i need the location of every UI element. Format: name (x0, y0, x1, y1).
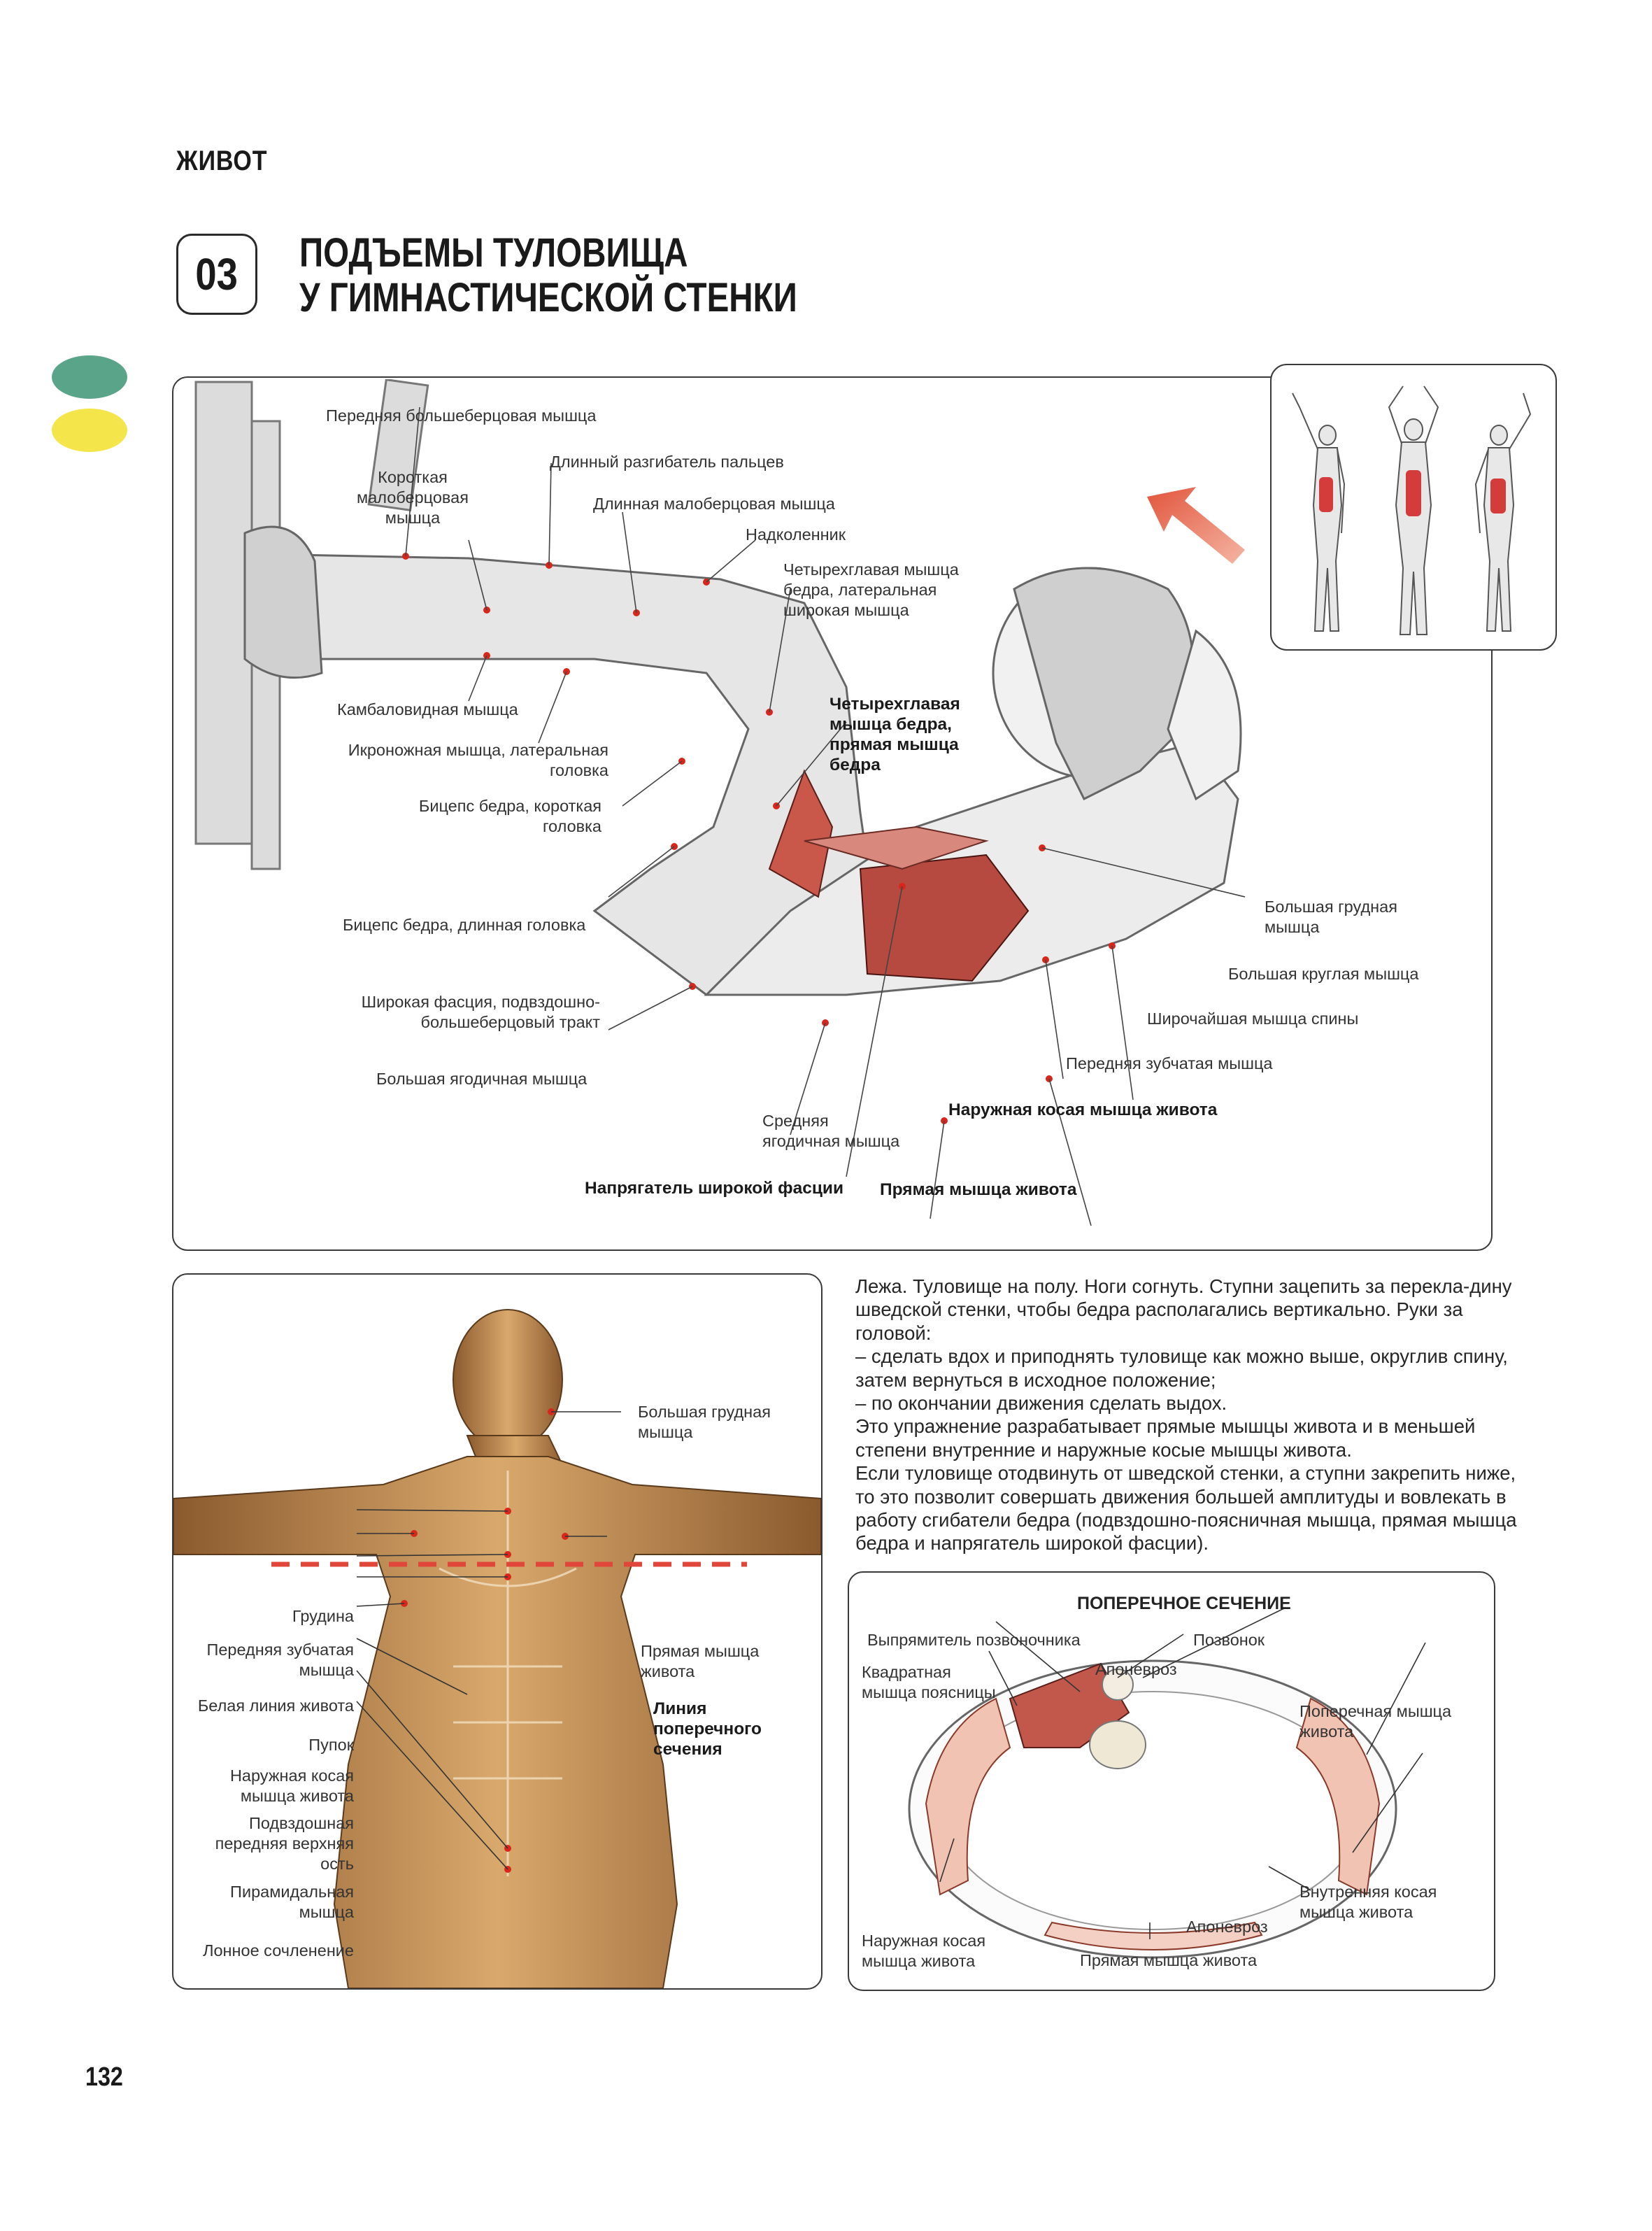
crunch-anatomy-illustration (194, 379, 1246, 1226)
label-aponeurosis-top: Апоневроз (1095, 1660, 1177, 1678)
label-latissimus-dorsi: Широчайшая мышца спины (1147, 1010, 1359, 1028)
exercise-description: Лежа. Туловище на полу. Ноги согнуть. Ст… (855, 1275, 1517, 1554)
label-cross-section-line: Линия поперечного сечения (653, 1699, 762, 1759)
label-tibialis-anterior: Передняя большеберцовая мышца (326, 406, 597, 425)
label-gluteus-maximus: Большая ягодичная мышца (376, 1070, 588, 1088)
label-pubic-symphysis: Лонное сочленение (203, 1941, 354, 1960)
page-number: 132 (85, 2062, 123, 2092)
label-cs-rectus-abdominis: Прямая мышца живота (1080, 1951, 1258, 1969)
front-anatomy-panel (172, 1273, 823, 1990)
cross-section-panel (848, 1571, 1495, 1991)
label-front-rectus: Прямая мышца живота (641, 1642, 760, 1680)
label-peroneus-longus: Длинная малоберцовая мышца (593, 495, 835, 513)
label-erector-spinae: Выпрямитель позвоночника (867, 1631, 1081, 1649)
label-iliac-spine: Подвздошная передняя верхняя ость (215, 1814, 354, 1873)
level-dot-yellow (52, 409, 127, 452)
muscle-map-thumbnail (1270, 364, 1557, 651)
label-fascia-lata: Широкая фасция, подвздошно- большеберцов… (361, 993, 600, 1031)
label-external-oblique: Наружная косая мышца живота (948, 1100, 1218, 1119)
label-tensor-fasciae-latae: Напрягатель широкой фасции (585, 1179, 844, 1198)
label-patella: Надколенник (746, 525, 846, 544)
label-teres-major: Большая круглая мышца (1228, 965, 1419, 983)
label-biceps-femoris-short: Бицепс бедра, короткая головка (418, 797, 601, 835)
label-linea-alba: Белая линия живота (197, 1697, 354, 1715)
label-quadratus-lumborum: Квадратная мышца поясницы (862, 1663, 996, 1701)
section-title: ЖИВОТ (176, 146, 268, 176)
label-navel: Пупок (308, 1736, 354, 1754)
label-leader-lines (405, 406, 1246, 1226)
label-transversus-abdominis: Поперечная мышца живота (1299, 1702, 1452, 1741)
label-aponeurosis-bottom: Апоневроз (1186, 1918, 1268, 1936)
label-extensor-digitorum: Длинный разгибатель пальцев (550, 453, 784, 471)
exercise-title: ПОДЪЕМЫ ТУЛОВИЩА У ГИМНАСТИЧЕСКОЙ СТЕНКИ (299, 230, 797, 320)
label-rectus-femoris: Четырехглавая мышца бедра, прямая мышца … (829, 695, 960, 774)
label-vastus-lateralis: Четырехглавая мышца бедра, латеральная ш… (783, 560, 959, 619)
label-vertebra: Позвонок (1193, 1631, 1265, 1649)
label-soleus: Камбаловидная мышца (337, 700, 518, 718)
movement-arrow-icon (1147, 487, 1245, 564)
exercise-number-badge: 03 (176, 234, 257, 315)
label-front-serratus: Передняя зубчатая мышца (206, 1641, 354, 1679)
highlighted-abdominals (1319, 470, 1506, 516)
label-front-pectoralis-major: Большая грудная мышца (638, 1403, 771, 1441)
label-internal-oblique: Внутренняя косая мышца живота (1299, 1883, 1437, 1921)
label-pyramidalis: Пирамидальная мышца (230, 1883, 354, 1921)
label-pectoralis-major: Большая грудная мышца (1265, 898, 1397, 936)
cross-section-title: ПОПЕРЕЧНОЕ СЕЧЕНИЕ (1077, 1594, 1291, 1613)
label-serratus-anterior: Передняя зубчатая мышца (1066, 1054, 1273, 1072)
label-biceps-femoris-long: Бицепс бедра, длинная головка (343, 916, 586, 934)
level-dot-green (52, 355, 127, 399)
label-front-external-oblique: Наружная косая мышца живота (229, 1766, 354, 1805)
cross-section-diagram (908, 1607, 1426, 1959)
label-sternum: Грудина (292, 1607, 354, 1625)
label-gastrocnemius: Икроножная мышца, латеральная головка (348, 741, 608, 779)
label-cs-external-oblique: Наружная косая мышца живота (862, 1932, 986, 1970)
front-anatomy-figure (173, 1309, 822, 1989)
muscle-map-figures (1292, 385, 1532, 635)
label-rectus-abdominis: Прямая мышца живота (880, 1180, 1077, 1199)
label-gluteus-medius: Средняя ягодичная мышца (762, 1112, 900, 1150)
label-peroneus-brevis: Короткая малоберцовая мышца (357, 468, 469, 527)
